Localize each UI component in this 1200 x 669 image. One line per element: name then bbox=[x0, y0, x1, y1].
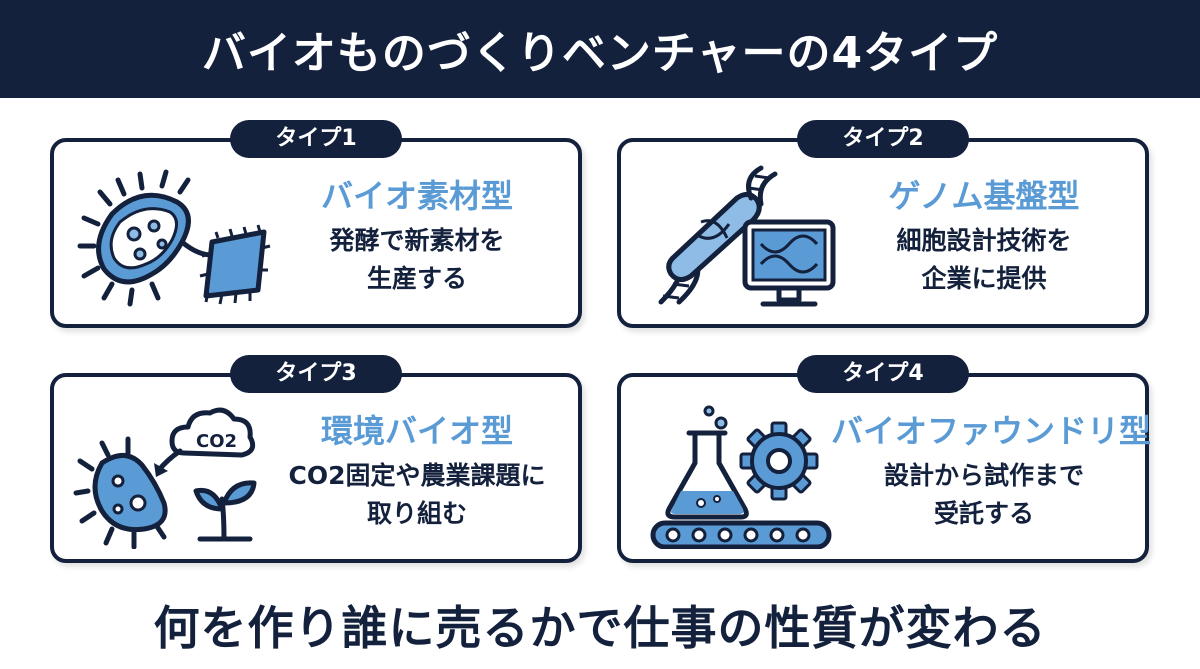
footer-message: 何を作り誰に売るかで仕事の性質が変わる bbox=[0, 590, 1200, 660]
co2-label: CO2 bbox=[196, 431, 237, 452]
type-badge-2: タイプ2 bbox=[797, 120, 969, 158]
type-desc-1-line-1: 発酵で新素材を bbox=[329, 226, 505, 255]
type-desc-3-line-2: 取り組む bbox=[366, 499, 467, 528]
type-desc-3: CO2固定や農業課題に 取り組む bbox=[264, 457, 570, 533]
type-badge-4: タイプ4 bbox=[797, 355, 969, 393]
type-title-3: 環境バイオ型 bbox=[320, 412, 513, 450]
type-card-3: タイプ3 CO2 bbox=[50, 355, 582, 563]
type-desc-1-line-2: 生産する bbox=[366, 264, 467, 293]
microbe-fabric-icon bbox=[72, 164, 272, 314]
type-text-3: 環境バイオ型 CO2固定や農業課題に 取り組む bbox=[264, 409, 570, 533]
type-title-1: バイオ素材型 bbox=[320, 177, 513, 215]
type-desc-2-line-1: 細胞設計技術を bbox=[896, 226, 1072, 255]
footer-text: 何を作り誰に売るかで仕事の性質が変わる bbox=[153, 601, 1047, 655]
dna-monitor-icon bbox=[639, 164, 839, 314]
type-desc-2-line-2: 企業に提供 bbox=[921, 264, 1047, 293]
type-desc-4: 設計から試作まで 受託する bbox=[831, 457, 1137, 533]
type-text-2: ゲノム基盤型 細胞設計技術を 企業に提供 bbox=[831, 174, 1137, 298]
flask-gear-conveyor-icon bbox=[639, 399, 839, 550]
co2-microbe-plant-icon: CO2 bbox=[72, 399, 272, 550]
type-desc-3-line-1: CO2固定や農業課題に bbox=[288, 461, 546, 490]
type-text-4: バイオファウンドリ型 設計から試作まで 受託する bbox=[831, 409, 1152, 533]
type-card-4: タイプ4 bbox=[617, 355, 1152, 563]
type-desc-4-line-1: 設計から試作まで bbox=[883, 461, 1084, 490]
page-title: バイオものづくりベンチャーの4タイプ bbox=[201, 28, 999, 79]
type-desc-4-line-2: 受託する bbox=[933, 499, 1034, 528]
type-title-2: ゲノム基盤型 bbox=[888, 177, 1080, 215]
header-banner: バイオものづくりベンチャーの4タイプ bbox=[0, 0, 1200, 98]
type-title-4: バイオファウンドリ型 bbox=[831, 412, 1152, 450]
type-desc-2: 細胞設計技術を 企業に提供 bbox=[831, 222, 1137, 298]
type-card-1: タイプ1 bbox=[50, 120, 582, 328]
type-text-1: バイオ素材型 発酵で新素材を 生産する bbox=[264, 174, 570, 298]
type-card-2: タイプ2 bbox=[617, 120, 1149, 328]
type-badge-3: タイプ3 bbox=[230, 355, 402, 393]
type-desc-1: 発酵で新素材を 生産する bbox=[264, 222, 570, 298]
type-badge-1: タイプ1 bbox=[230, 120, 402, 158]
